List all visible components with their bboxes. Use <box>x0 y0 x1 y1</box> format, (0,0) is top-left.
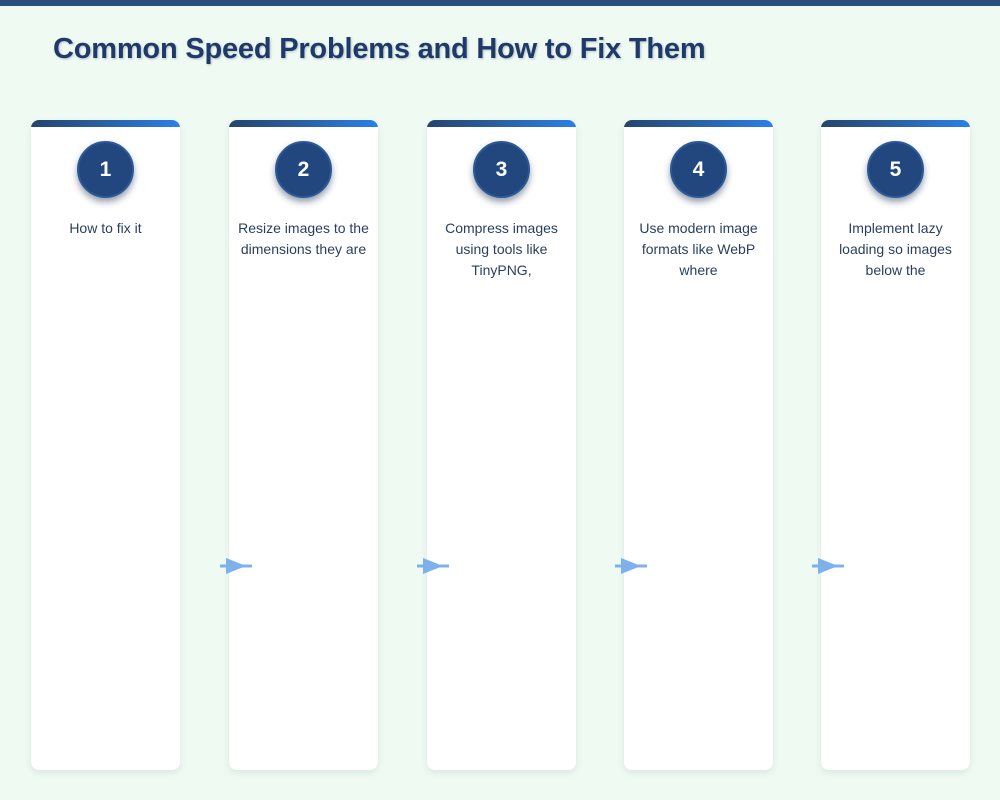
arrow-right-icon-3-to-4 <box>615 557 649 575</box>
arrow-right-icon-1-to-2 <box>220 557 254 575</box>
step-number-badge-3: 3 <box>473 141 530 198</box>
step-card-row: 1 How to fix it 2 Resize images to the d… <box>31 120 970 770</box>
step-card-2[interactable]: 2 Resize images to the dimensions they a… <box>229 120 378 770</box>
step-number-badge-2: 2 <box>275 141 332 198</box>
step-description-4: Use modern image formats like WebP where <box>639 220 758 278</box>
card-content-1: 1 How to fix it <box>31 127 180 239</box>
step-card-5[interactable]: 5 Implement lazy loading so images below… <box>821 120 970 770</box>
card-accent-bar-2 <box>229 120 378 127</box>
top-accent-strip <box>0 0 1000 6</box>
step-card-3[interactable]: 3 Compress images using tools like TinyP… <box>427 120 576 770</box>
step-number-badge-5: 5 <box>867 141 924 198</box>
step-description-2: Resize images to the dimensions they are <box>238 220 369 257</box>
step-number-badge-1: 1 <box>77 141 134 198</box>
step-description-1: How to fix it <box>69 220 142 236</box>
card-content-4: 4 Use modern image formats like WebP whe… <box>624 127 773 280</box>
step-description-5: Implement lazy loading so images below t… <box>839 220 952 278</box>
step-card-4[interactable]: 4 Use modern image formats like WebP whe… <box>624 120 773 770</box>
card-accent-bar-3 <box>427 120 576 127</box>
arrow-right-icon-4-to-5 <box>812 557 846 575</box>
card-content-3: 3 Compress images using tools like TinyP… <box>427 127 576 280</box>
card-accent-bar-4 <box>624 120 773 127</box>
arrow-right-icon-2-to-3 <box>417 557 451 575</box>
step-card-1[interactable]: 1 How to fix it <box>31 120 180 770</box>
card-accent-bar-1 <box>31 120 180 127</box>
page-title: Common Speed Problems and How to Fix The… <box>53 33 706 65</box>
card-content-5: 5 Implement lazy loading so images below… <box>821 127 970 280</box>
step-description-3: Compress images using tools like TinyPNG… <box>445 220 558 278</box>
card-content-2: 2 Resize images to the dimensions they a… <box>229 127 378 260</box>
card-accent-bar-5 <box>821 120 970 127</box>
step-number-badge-4: 4 <box>670 141 727 198</box>
